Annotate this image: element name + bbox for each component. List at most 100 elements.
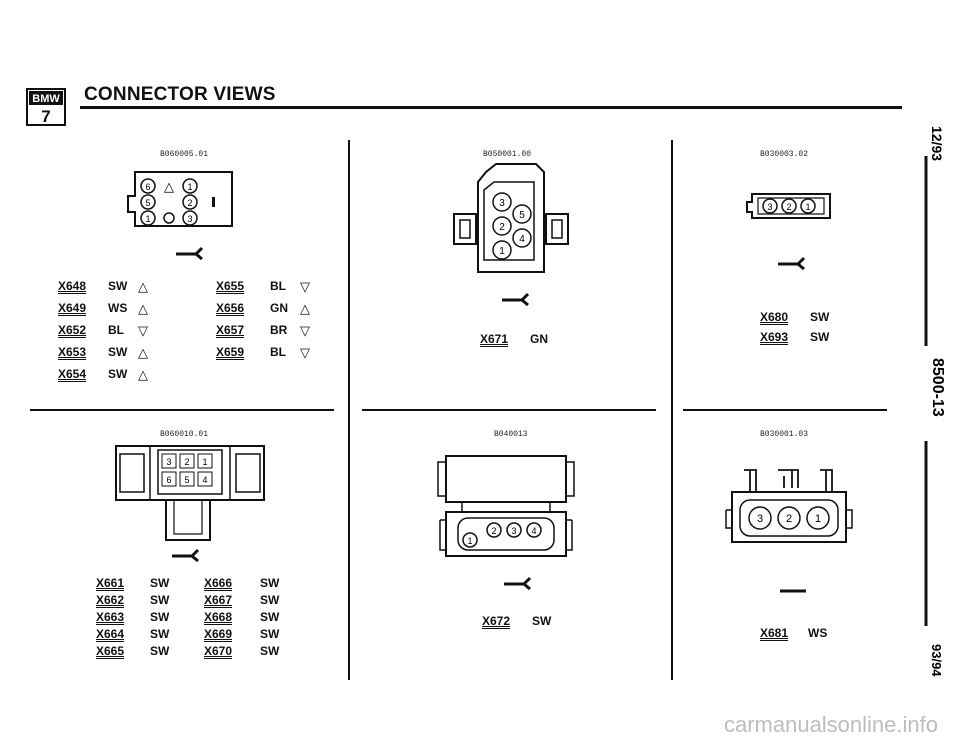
- triangle-down-icon: ▽: [300, 279, 310, 294]
- pin-label: 3: [511, 526, 516, 536]
- connector-id: X693: [760, 330, 789, 344]
- connector-diagram: 3 2 1: [746, 193, 831, 219]
- pin-label: 1: [805, 202, 810, 212]
- vertical-divider-1: [348, 140, 350, 680]
- connector-id: X653: [58, 345, 87, 359]
- pin-label: 1: [202, 457, 207, 467]
- pin-label: 2: [184, 457, 189, 467]
- view-direction-icon: [176, 246, 204, 260]
- connector-diagram: 6 △ 1 5 2 1 3: [127, 171, 233, 227]
- pin-label: 3: [166, 457, 171, 467]
- triangle-up-icon: △: [138, 345, 148, 360]
- pin-label: 6: [166, 475, 171, 485]
- wire-color: SW: [810, 330, 830, 344]
- horizontal-divider-2: [362, 409, 656, 411]
- triangle-down-icon: ▽: [138, 323, 148, 338]
- horizontal-divider-3: [683, 409, 887, 411]
- wire-color: SW: [260, 576, 280, 590]
- pin-label: 6: [145, 182, 150, 192]
- connector-id: X657: [216, 323, 245, 337]
- pin-label: 2: [499, 222, 505, 233]
- connector-id: X664: [96, 627, 125, 641]
- view-direction-icon: [172, 548, 200, 562]
- connector-diagram: 3 5 2 4 1: [453, 163, 569, 273]
- connector-id: X661: [96, 576, 125, 590]
- pin-label: 1: [467, 536, 472, 546]
- connector-id: X670: [204, 644, 233, 658]
- part-code: B030003.02: [760, 150, 809, 159]
- connector-id: X662: [96, 593, 125, 607]
- wire-color: SW: [150, 610, 170, 624]
- pin-label: 1: [499, 246, 505, 257]
- svg-text:BMW: BMW: [32, 93, 60, 105]
- triangle-down-icon: ▽: [300, 323, 310, 338]
- wire-color: BL: [108, 323, 124, 337]
- pin-label: 3: [767, 202, 772, 212]
- part-code: B040013: [494, 430, 528, 439]
- connector-id: X649: [58, 301, 87, 315]
- connector-id: X681: [760, 626, 789, 640]
- pin-label: 5: [519, 210, 525, 221]
- side-margin: 12/93 8500-13 93/94: [924, 126, 946, 677]
- wire-color: GN: [270, 301, 288, 315]
- pin-label: 3: [757, 513, 763, 525]
- pin-label: 1: [187, 182, 192, 192]
- pin-label: 4: [519, 234, 525, 245]
- pin-label: 2: [786, 513, 792, 525]
- connector-id: X648: [58, 279, 87, 293]
- wire-color: WS: [808, 626, 828, 640]
- connector-id: X655: [216, 279, 245, 293]
- triangle-up-icon: △: [138, 279, 148, 294]
- wire-color: SW: [108, 279, 128, 293]
- title-rule: [80, 106, 902, 109]
- connector-id: X666: [204, 576, 233, 590]
- wire-color: BL: [270, 345, 286, 359]
- wire-color: SW: [150, 627, 170, 641]
- wire-color: SW: [150, 576, 170, 590]
- pin-label: 2: [786, 202, 791, 212]
- wire-color: SW: [260, 644, 280, 658]
- view-direction-icon: [502, 292, 530, 306]
- wire-color: SW: [108, 345, 128, 359]
- wire-color: SW: [532, 614, 552, 628]
- side-date-bottom: 93/94: [929, 644, 944, 677]
- side-page-number: 8500-13: [929, 358, 946, 417]
- part-code: B030001.03: [760, 430, 809, 439]
- connector-id: X665: [96, 644, 125, 658]
- pin-label: 5: [145, 198, 150, 208]
- view-direction-icon: [778, 256, 806, 270]
- connector-diagram: 3 2 1 6 5 4: [115, 445, 265, 541]
- connector-id: X671: [480, 332, 509, 346]
- connector-id: X652: [58, 323, 87, 337]
- triangle-up-icon: △: [300, 301, 310, 316]
- wire-color: GN: [530, 332, 549, 346]
- connector-list: X671 GN: [480, 332, 548, 346]
- watermark: carmanualsonline.info: [723, 712, 938, 737]
- horizontal-divider-1: [30, 409, 334, 411]
- pin-label: 5: [184, 475, 189, 485]
- connector-id: X656: [216, 301, 245, 315]
- pin-label: 2: [491, 526, 496, 536]
- connector-list: X672 SW: [482, 614, 551, 628]
- connector-id: X667: [204, 593, 233, 607]
- wire-color: SW: [108, 367, 128, 381]
- part-code: B050001.00: [483, 150, 532, 159]
- wire-color: SW: [150, 644, 170, 658]
- connector-diagram: 3 2 1: [725, 469, 853, 543]
- pin-label: 4: [531, 526, 536, 536]
- connector-id: X672: [482, 614, 511, 628]
- wire-color: SW: [150, 593, 170, 607]
- wire-color: SW: [260, 610, 280, 624]
- side-date-top: 12/93: [929, 126, 945, 161]
- wire-color: BR: [270, 323, 288, 337]
- wire-color: SW: [260, 627, 280, 641]
- triangle-up-icon: △: [138, 367, 148, 382]
- part-code: B060005.01: [160, 150, 209, 159]
- triangle-down-icon: ▽: [300, 345, 310, 360]
- connector-id: X663: [96, 610, 125, 624]
- wire-color: BL: [270, 279, 286, 293]
